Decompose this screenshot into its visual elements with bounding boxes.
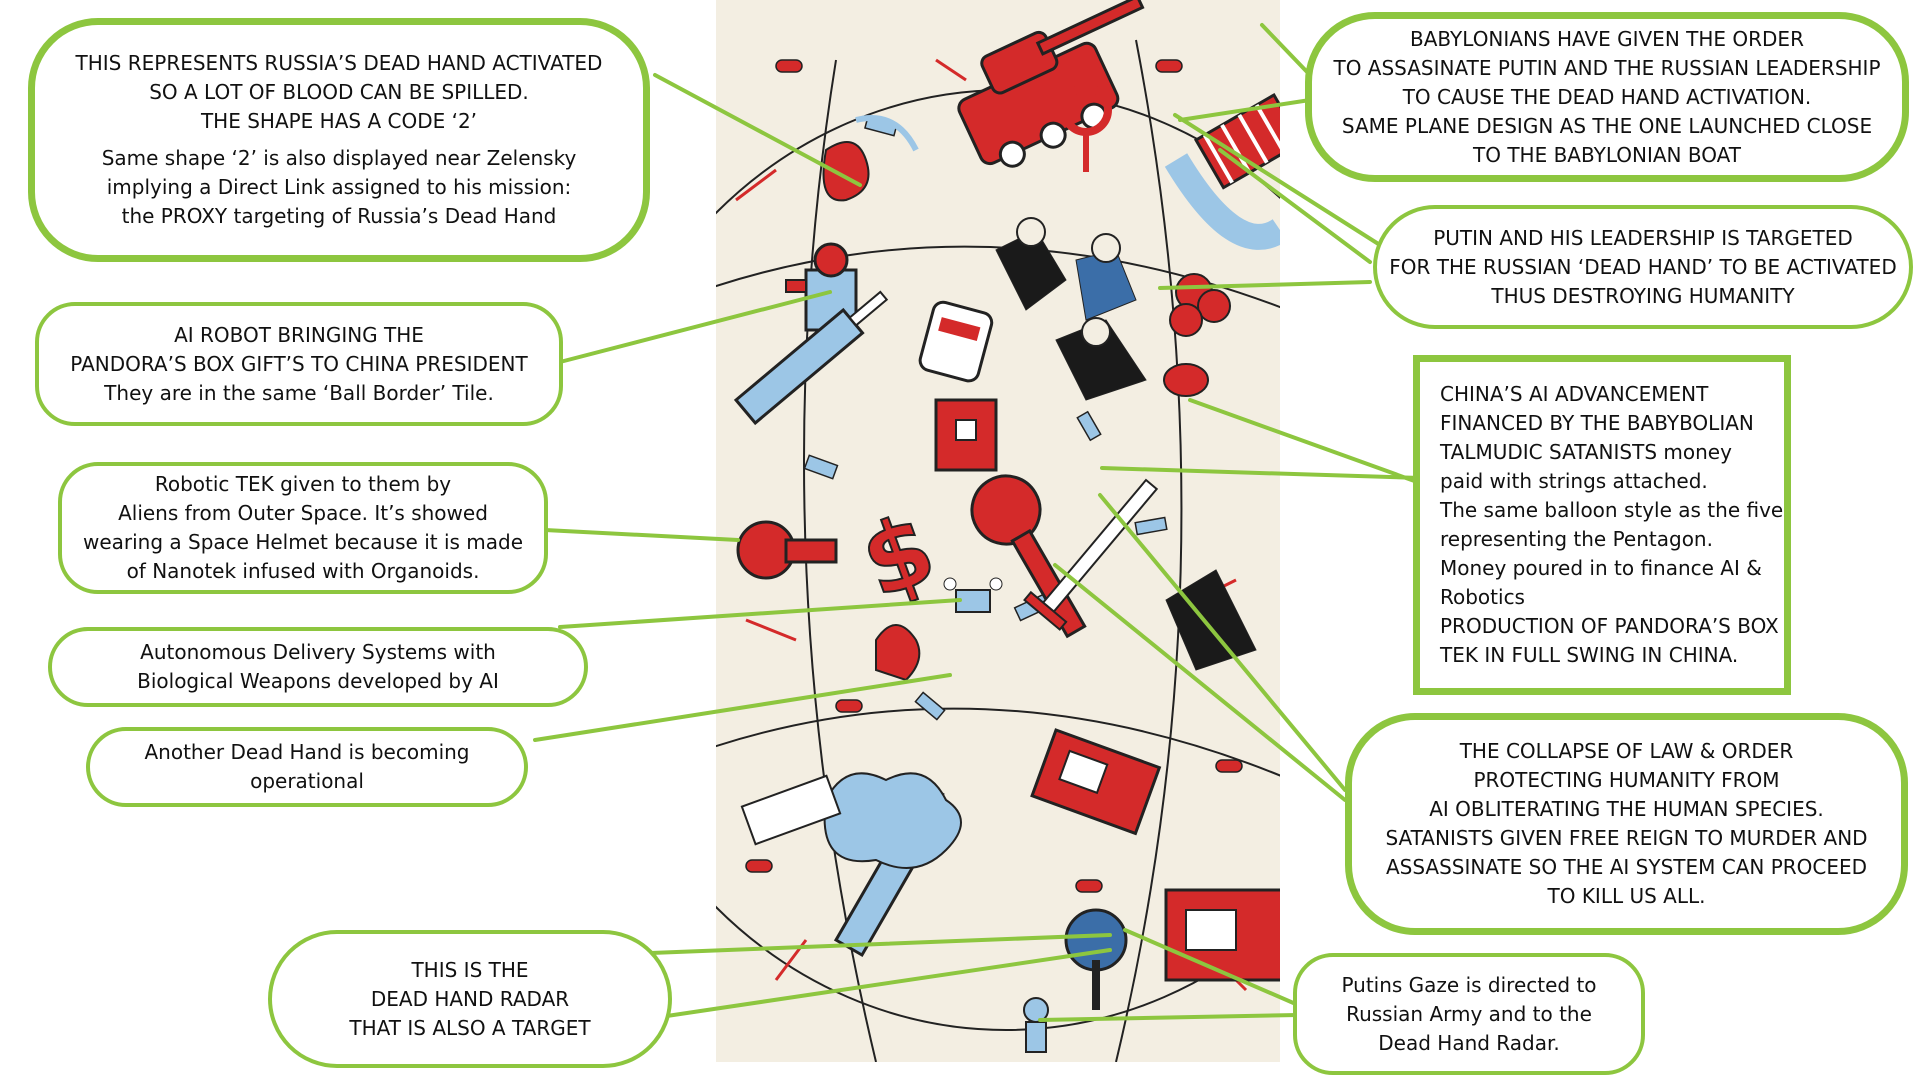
tank-icon-3 [1164, 888, 1280, 982]
drone-icon [943, 577, 1003, 613]
boat-arc [1164, 153, 1280, 250]
balloon-icon [1060, 84, 1231, 397]
callout-line: They are in the same ‘Ball Border’ Tile. [104, 380, 494, 405]
connector-radar-2 [638, 948, 1112, 1022]
callout-subline: implying a Direct Link assigned to his m… [106, 175, 572, 199]
plane-icon [1193, 92, 1280, 190]
callout-line: SAME PLANE DESIGN AS THE ONE LAUNCHED CL… [1341, 113, 1873, 138]
callout-subline: Same shape ‘2’ is also displayed near Ze… [101, 146, 577, 170]
callout-line: Another Dead Hand is becoming [144, 740, 470, 764]
callout-line: representing the Pentagon. [1440, 527, 1713, 551]
callout-robotic-tek: Robotic TEK given to them by Aliens from… [58, 462, 548, 594]
connector-collapse-1 [1098, 493, 1347, 792]
connector-another-dead-hand [533, 673, 952, 742]
callout-line: THUS DESTROYING HUMANITY [1491, 283, 1795, 308]
connector-putin-2 [1218, 148, 1372, 264]
syringe-icon [733, 290, 889, 426]
callout-babylonians: BABYLONIANS HAVE GIVEN THE ORDER TO ASSA… [1305, 12, 1909, 182]
callout-line: wearing a Space Helmet because it is mad… [82, 530, 524, 554]
callout-collapse: THE COLLAPSE OF LAW & ORDER PROTECTING H… [1345, 713, 1908, 935]
callout-line: DEAD HAND RADAR [370, 986, 570, 1011]
callout-dead-hand: THIS REPRESENTS RUSSIA’S DEAD HAND ACTIV… [28, 18, 650, 262]
connector-babylonians-1 [1260, 23, 1312, 77]
pandora-box-icon [934, 398, 998, 472]
callout-line: PANDORA’S BOX GIFT’S TO CHINA PRESIDENT [70, 351, 528, 376]
callout-putin-targeted: PUTIN AND HIS LEADERSHIP IS TARGETED FOR… [1373, 205, 1913, 329]
callout-line: SO A LOT OF BLOOD CAN BE SPILLED. [149, 80, 529, 104]
callout-radar: THIS IS THE DEAD HAND RADAR THAT IS ALSO… [268, 930, 672, 1068]
callout-line: Robotic TEK given to them by [154, 472, 452, 496]
connector-gaze-1 [1123, 928, 1300, 1007]
callout-line: TO CAUSE THE DEAD HAND ACTIVATION. [1402, 84, 1812, 109]
callout-line: AI ROBOT BRINGING THE [174, 322, 424, 347]
connector-china-1 [1188, 398, 1422, 485]
callout-line: paid with strings attached. [1440, 469, 1708, 493]
connector-dead-hand [653, 73, 862, 187]
connector-china-2 [1100, 466, 1422, 480]
callout-line: FOR THE RUSSIAN ‘DEAD HAND’ TO BE ACTIVA… [1389, 254, 1897, 279]
cloud-icon [823, 772, 962, 869]
connector-babylonians-2 [1178, 98, 1312, 122]
connector-radar-1 [598, 933, 1112, 957]
connector-collapse-2 [1053, 563, 1347, 802]
callout-subline: the PROXY targeting of Russia’s Dead Han… [121, 204, 557, 228]
tank-icon-2 [1030, 728, 1162, 836]
callout-another-dead-hand: Another Dead Hand is becoming operationa… [86, 727, 528, 807]
illustration-panel: $ [716, 0, 1280, 1062]
illustration-canvas: $ [716, 0, 1280, 1062]
callout-line: THAT IS ALSO A TARGET [349, 1015, 591, 1040]
leaders-figures [995, 217, 1257, 671]
callout-line: Aliens from Outer Space. It’s showed [118, 501, 488, 525]
callout-line: FINANCED BY THE BABYBOLIAN [1440, 411, 1754, 435]
callout-line: PROTECTING HUMANITY FROM [1473, 768, 1780, 792]
helmet-icon [736, 520, 838, 580]
keypad-icon [740, 774, 842, 846]
callout-line: The same balloon style as the five [1440, 498, 1784, 522]
callout-ai-robot: AI ROBOT BRINGING THE PANDORA’S BOX GIFT… [35, 302, 563, 426]
callout-line: AI OBLITERATING THE HUMAN SPECIES. [1429, 797, 1824, 821]
callout-putin-gaze: Putins Gaze is directed to Russian Army … [1293, 953, 1645, 1075]
callout-line: TO KILL US ALL. [1547, 884, 1706, 908]
callout-line: Robotics [1440, 585, 1525, 609]
callout-line: THE SHAPE HAS A CODE ‘2’ [200, 109, 478, 133]
callout-line: THIS IS THE [411, 957, 529, 982]
callout-delivery: Autonomous Delivery Systems with Biologi… [48, 627, 588, 707]
callout-line: Dead Hand Radar. [1378, 1030, 1560, 1055]
connector-robotic-tek [543, 528, 740, 542]
callout-line: Autonomous Delivery Systems with [140, 640, 496, 664]
pill-icon [745, 59, 1243, 893]
connector-putin-1 [1173, 113, 1382, 247]
callout-line: THE COLLAPSE OF LAW & ORDER [1459, 739, 1794, 763]
callout-line: TO THE BABYLONIAN BOAT [1473, 142, 1741, 167]
callout-line: CHINA’S AI ADVANCEMENT [1440, 382, 1709, 406]
callout-line: THIS REPRESENTS RUSSIA’S DEAD HAND ACTIV… [75, 51, 603, 75]
soldier-icon [1023, 997, 1049, 1053]
tank-icon [957, 0, 1145, 168]
callout-line: Money poured in to finance AI & [1440, 556, 1762, 580]
connector-gaze-2 [1038, 1013, 1300, 1022]
callout-line: Russian Army and to the [1346, 1001, 1592, 1026]
robot-head-icon [918, 300, 994, 383]
connector-delivery [558, 598, 962, 629]
gavel-icon [970, 474, 1087, 639]
hand-icon [875, 624, 921, 682]
callout-line: ASSASSINATE SO THE AI SYSTEM CAN PROCEED [1385, 855, 1868, 879]
callout-line: PRODUCTION OF PANDORA’S BOX [1440, 614, 1779, 638]
callout-line: TO ASSASINATE PUTIN AND THE RUSSIAN LEAD… [1333, 55, 1881, 80]
callout-line: TALMUDIC SATANISTS money [1440, 440, 1732, 464]
callout-line: of Nanotek infused with Organoids. [126, 559, 480, 583]
connector-putin-3 [1158, 280, 1372, 290]
callout-line: SATANISTS GIVEN FREE REIGN TO MURDER AND [1385, 826, 1868, 850]
connector-ai-robot [558, 290, 832, 364]
callout-line: TEK IN FULL SWING IN CHINA. [1440, 643, 1739, 667]
callout-line: Putins Gaze is directed to [1341, 972, 1597, 997]
callout-china-ai: CHINA’S AI ADVANCEMENT FINANCED BY THE B… [1413, 355, 1791, 695]
callout-line: BABYLONIANS HAVE GIVEN THE ORDER [1410, 26, 1804, 51]
callout-line: PUTIN AND HIS LEADERSHIP IS TARGETED [1433, 225, 1853, 250]
callout-line: operational [250, 769, 364, 793]
callout-line: Biological Weapons developed by AI [137, 669, 499, 693]
